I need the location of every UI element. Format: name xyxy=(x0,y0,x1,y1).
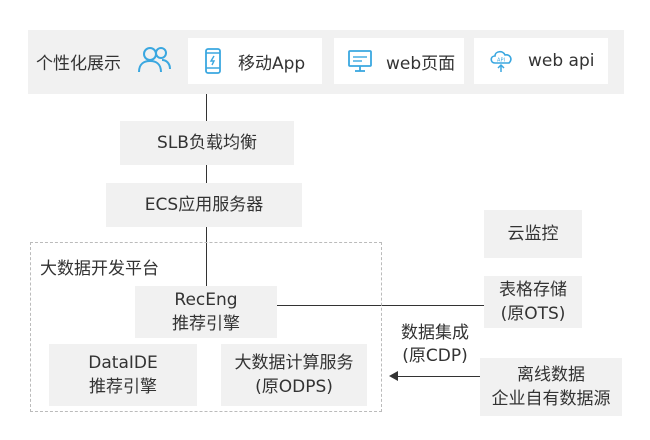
receng-desc: 推荐引擎 xyxy=(172,314,240,334)
connector-slb-ecs xyxy=(206,165,207,183)
channel-web-api-label: web api xyxy=(528,51,595,71)
offline-data-box: 离线数据 企业自有数据源 xyxy=(480,358,622,416)
mobile-phone-icon xyxy=(205,48,221,74)
offline-data-name: 离线数据 xyxy=(517,365,585,385)
connector-receng-ots xyxy=(277,305,484,306)
big-data-platform-group xyxy=(30,242,382,412)
big-data-platform-label: 大数据开发平台 xyxy=(40,259,159,279)
cloud-monitor-box: 云监控 xyxy=(484,210,582,258)
data-integration-label: 数据集成 (原CDP) xyxy=(382,322,488,368)
data-integration-desc: (原CDP) xyxy=(402,346,468,366)
channel-mobile-app-label: 移动App xyxy=(238,53,306,74)
data-integration-name: 数据集成 xyxy=(401,323,469,343)
receng-box: RecEng 推荐引擎 xyxy=(135,286,277,338)
dataide-name: DataIDE xyxy=(88,353,158,373)
connector-display-slb xyxy=(206,94,207,121)
connector-ecs-receng xyxy=(206,227,207,286)
table-store-desc: (原OTS) xyxy=(500,304,566,324)
dataide-box: DataIDE 推荐引擎 xyxy=(49,344,197,406)
compute-service-desc: (原ODPS) xyxy=(255,377,333,397)
arrow-left-icon xyxy=(389,371,398,381)
users-icon xyxy=(138,47,171,73)
ecs-label: ECS应用服务器 xyxy=(144,195,264,215)
compute-service-box: 大数据计算服务 (原ODPS) xyxy=(221,344,367,406)
slb-load-balancer-box: SLB负载均衡 xyxy=(120,121,294,165)
dataide-desc: 推荐引擎 xyxy=(89,377,157,397)
slb-label: SLB负载均衡 xyxy=(157,133,257,153)
compute-service-name: 大数据计算服务 xyxy=(234,353,354,373)
table-store-name: 表格存储 xyxy=(499,280,567,300)
table-store-box: 表格存储 (原OTS) xyxy=(484,276,582,328)
personal-display-label: 个性化展示 xyxy=(36,54,121,74)
svg-text:API: API xyxy=(497,58,505,64)
monitor-icon xyxy=(348,50,372,72)
channel-web-page: web页面 xyxy=(334,38,464,84)
cloud-monitor-label: 云监控 xyxy=(507,224,559,244)
receng-name: RecEng xyxy=(174,290,238,310)
channel-web-page-label: web页面 xyxy=(386,53,456,74)
offline-data-desc: 企业自有数据源 xyxy=(491,389,611,409)
ecs-app-server-box: ECS应用服务器 xyxy=(106,183,302,227)
cloud-api-icon: API xyxy=(490,50,512,72)
connector-offline-integration xyxy=(396,376,480,377)
channel-web-api: API web api xyxy=(474,38,608,84)
channel-mobile-app: 移动App xyxy=(188,38,322,84)
